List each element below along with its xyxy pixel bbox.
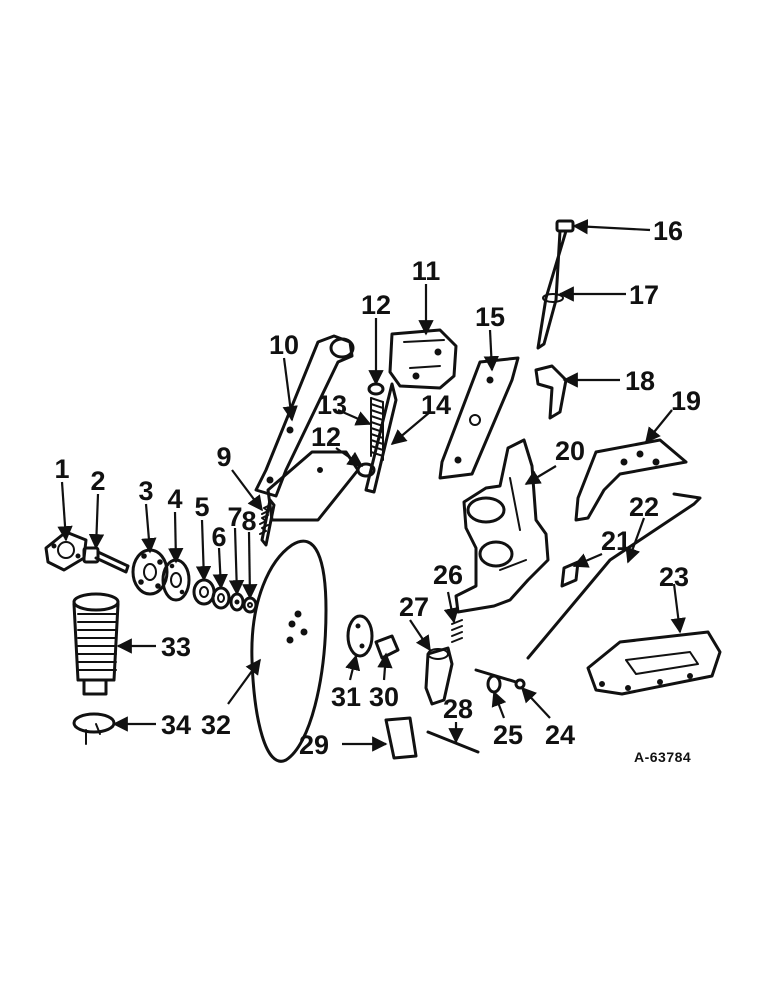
callout-26: 26 [433, 560, 463, 590]
callout-6: 6 [211, 522, 226, 552]
part-5-bearing [192, 578, 216, 606]
callout-22: 22 [629, 492, 659, 522]
callout-15: 15 [475, 302, 505, 332]
scraper-support-plate [266, 450, 360, 522]
callout-1: 1 [54, 454, 69, 484]
part-17-seed-tube [536, 229, 568, 350]
part-2-bolt [82, 546, 130, 574]
part-19-mounting-plate [574, 438, 688, 522]
part-16-fitting [555, 219, 575, 233]
part-6-seal [211, 586, 231, 610]
callout-2: 2 [90, 466, 105, 496]
callout-21: 21 [601, 526, 631, 556]
callout-13: 13 [317, 390, 347, 420]
callout-17: 17 [629, 280, 659, 310]
callout-10: 10 [269, 330, 299, 360]
callout-12-upper: 12 [361, 290, 391, 320]
part-3-hub-flange [131, 548, 169, 596]
callout-34: 34 [161, 710, 191, 740]
part-26-spring [451, 619, 463, 643]
callout-18: 18 [625, 366, 655, 396]
part-12-nut-lower [356, 462, 376, 478]
callout-28: 28 [443, 694, 473, 724]
callout-16: 16 [653, 216, 683, 246]
leader-lines [57, 219, 686, 752]
part-29-blade [384, 716, 418, 760]
part-14-rod [364, 382, 398, 494]
callout-20: 20 [555, 436, 585, 466]
part-22-rod [526, 492, 702, 660]
callout-11: 11 [412, 256, 441, 286]
part-9-scraper [259, 498, 276, 547]
callout-30: 30 [369, 682, 399, 712]
part-15-side-plate [438, 356, 520, 480]
part-11-bracket [388, 328, 458, 390]
callout-23: 23 [659, 562, 689, 592]
part-31-hub [346, 614, 374, 658]
reference-number: A-63784 [634, 749, 691, 765]
callout-27: 27 [399, 592, 429, 622]
callout-31: 31 [331, 682, 361, 712]
callout-9: 9 [216, 442, 231, 472]
callout-32: 32 [201, 710, 231, 740]
part-33-seed-boot [72, 592, 120, 696]
callout-3: 3 [138, 476, 153, 506]
callout-19: 19 [671, 386, 701, 416]
part-20-frame [454, 438, 550, 614]
callout-33: 33 [161, 632, 191, 662]
part-12-nut-upper [367, 382, 385, 396]
callout-4: 4 [167, 484, 182, 514]
part-32-disc [250, 539, 328, 763]
part-18-bracket [534, 364, 568, 420]
part-8-nut [242, 596, 258, 614]
callout-29: 29 [299, 730, 329, 760]
callout-5: 5 [194, 492, 209, 522]
callout-25: 25 [493, 720, 523, 750]
part-34-clamp [72, 712, 116, 745]
callouts: 1 2 3 4 5 6 7 8 9 10 11 12 13 14 12 15 1… [54, 216, 701, 765]
callout-24: 24 [545, 720, 575, 750]
part-28-pin [426, 730, 480, 754]
part-23-frame-box [586, 630, 722, 696]
callout-7: 7 [227, 502, 242, 532]
callout-14: 14 [421, 390, 451, 420]
callout-8: 8 [241, 506, 256, 536]
part-25-washer [486, 674, 502, 694]
part-7-washer [229, 592, 245, 612]
callout-12-lower: 12 [311, 422, 341, 452]
part-27-shoe [424, 646, 454, 706]
